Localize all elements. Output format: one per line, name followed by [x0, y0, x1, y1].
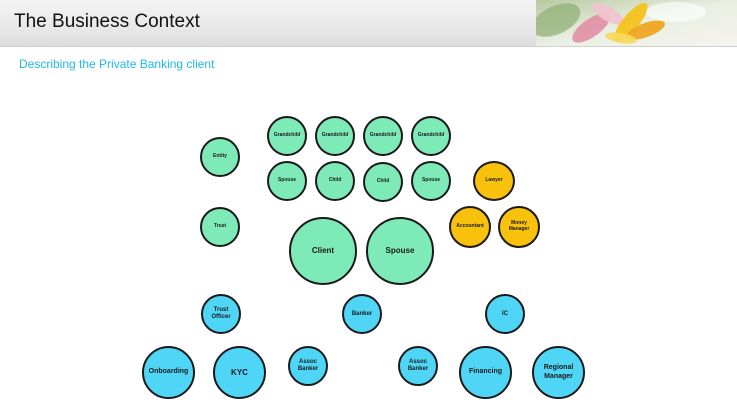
trust-node: Trust [200, 207, 240, 247]
money-manager-node: Money Manager [498, 206, 540, 248]
client-node: Client [289, 217, 357, 285]
assoc-banker-node: Assoc Banker [398, 346, 438, 386]
subtitle: Describing the Private Banking client [19, 57, 215, 71]
ic-node: IC [485, 294, 525, 334]
lawyer-node: Lawyer [473, 161, 515, 201]
grandchild-node: Grandchild [315, 116, 355, 156]
flower-photo-icon [536, 0, 737, 46]
regional-manager-node: Regional Manager [532, 346, 585, 399]
grandchild-node: Grandchild [267, 116, 307, 156]
financing-node: Financing [459, 346, 512, 399]
child-node: Child [315, 161, 355, 201]
banker-node: Banker [342, 294, 382, 334]
spouse-node: Spouse [366, 217, 434, 285]
kyc-node: KYC [213, 346, 266, 399]
child-node: Child [363, 162, 403, 202]
slide-title: The Business Context [14, 11, 200, 32]
assoc-banker-node: Assoc Banker [288, 346, 328, 386]
onboarding-node: Onboarding [142, 346, 195, 399]
flower-image [536, 0, 737, 46]
accountant-node: Accountant [449, 206, 491, 248]
spouse-small-node: Spouse [411, 161, 451, 201]
spouse-small-node: Spouse [267, 161, 307, 201]
trust-officer-node: Trust Officer [201, 294, 241, 334]
grandchild-node: Grandchild [363, 116, 403, 156]
entity-node: Entity [200, 137, 240, 177]
slide-header: The Business Context [0, 0, 737, 47]
grandchild-node: Grandchild [411, 116, 451, 156]
